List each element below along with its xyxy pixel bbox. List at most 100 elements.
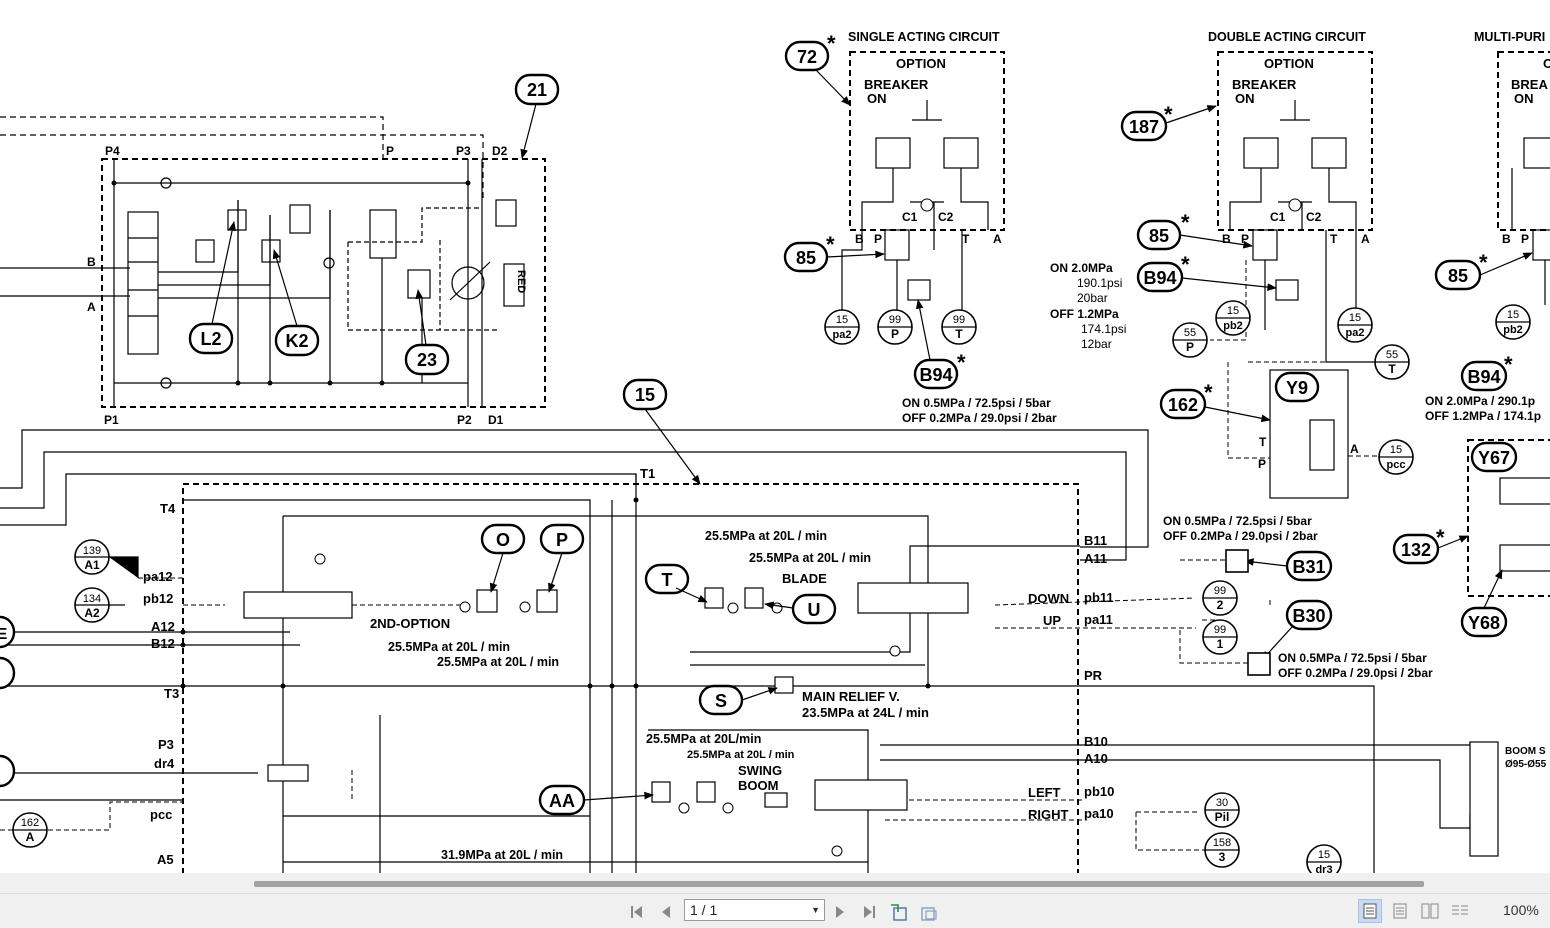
svg-text:25.5MPa at 20L / min: 25.5MPa at 20L / min	[388, 640, 510, 654]
svg-text:pb10: pb10	[1084, 784, 1114, 799]
svg-text:B: B	[1502, 232, 1511, 246]
svg-text:B12: B12	[151, 636, 175, 651]
svg-text:A: A	[1350, 442, 1359, 456]
svg-text:P2: P2	[457, 413, 472, 427]
svg-text:25.5MPa at 20L / min: 25.5MPa at 20L / min	[705, 529, 827, 543]
svg-text:3: 3	[1219, 850, 1226, 864]
callout-y68: Y68	[1468, 613, 1500, 633]
svg-text:BREAKER: BREAKER	[1232, 77, 1297, 92]
svg-text:Ø95-Ø55: Ø95-Ø55	[1505, 759, 1547, 770]
go-back-view-icon[interactable]	[889, 902, 909, 922]
svg-text:BOOM: BOOM	[738, 778, 778, 793]
svg-text:D2: D2	[492, 144, 508, 158]
svg-text:pcc: pcc	[150, 807, 172, 822]
first-page-icon[interactable]	[627, 902, 647, 922]
callout-15: 15	[635, 385, 655, 405]
svg-text:OFF 0.2MPa / 29.0psi / 2bar: OFF 0.2MPa / 29.0psi / 2bar	[902, 411, 1057, 425]
callout-y67: Y67	[1478, 448, 1510, 468]
viewer-toolbar: 1 / 1 ▼ 100%	[0, 893, 1550, 928]
svg-text:T: T	[1388, 362, 1396, 376]
callout-85-b: 85	[1149, 226, 1169, 246]
callout-b30: B30	[1292, 606, 1325, 626]
facing-view-icon[interactable]	[1418, 899, 1442, 923]
svg-text:P: P	[891, 327, 899, 341]
svg-text:PR: PR	[1084, 668, 1103, 683]
svg-text:23.5MPa at 24L / min: 23.5MPa at 24L / min	[802, 705, 929, 720]
zoom-level[interactable]: 100%	[1503, 902, 1539, 918]
svg-text:P1: P1	[104, 413, 119, 427]
callout-y9: Y9	[1286, 378, 1308, 398]
svg-text:D1: D1	[488, 413, 504, 427]
callout-23: 23	[417, 350, 437, 370]
go-forward-view-icon[interactable]	[919, 902, 939, 922]
svg-text:BLADE: BLADE	[782, 571, 827, 586]
svg-text:P3: P3	[456, 144, 471, 158]
svg-text:dr3: dr3	[1315, 864, 1332, 873]
previous-page-icon[interactable]	[656, 902, 676, 922]
single-page-view-icon[interactable]	[1358, 899, 1382, 923]
svg-text:P: P	[1521, 232, 1529, 246]
callout-o: O	[496, 530, 510, 550]
svg-text:BOOM S: BOOM S	[1505, 746, 1546, 757]
svg-text:*: *	[1181, 210, 1190, 235]
svg-text:A: A	[26, 830, 35, 844]
svg-text:25.5MPa at 20L/min: 25.5MPa at 20L/min	[646, 732, 761, 746]
next-page-icon[interactable]	[830, 902, 850, 922]
svg-text:MULTI-PURI: MULTI-PURI	[1474, 30, 1545, 44]
svg-text:ON 2.0MPa: ON 2.0MPa	[1050, 261, 1113, 275]
svg-text:B: B	[1222, 232, 1231, 246]
svg-text:BREAKER: BREAKER	[864, 77, 929, 92]
svg-text:*: *	[1479, 250, 1488, 275]
svg-text:C2: C2	[938, 210, 954, 224]
continuous-view-icon[interactable]	[1388, 899, 1412, 923]
svg-text:A: A	[1361, 232, 1370, 246]
document-viewport[interactable]: P4 P P3 D2 P1 P2 D1 B A RED 21 L2 K2 23 …	[0, 0, 1550, 873]
callout-85-a: 85	[796, 248, 816, 268]
svg-text:99: 99	[1214, 585, 1226, 597]
svg-text:1: 1	[1217, 637, 1224, 651]
callout-l2: L2	[200, 329, 221, 349]
page-number-select[interactable]: 1 / 1 ▼	[684, 899, 825, 921]
svg-text:RIGHT: RIGHT	[1028, 807, 1069, 822]
svg-text:pa10: pa10	[1084, 806, 1114, 821]
svg-text:162: 162	[21, 817, 39, 829]
svg-text:T: T	[1259, 435, 1267, 449]
continuous-facing-view-icon[interactable]	[1448, 899, 1472, 923]
svg-text:T: T	[955, 327, 963, 341]
svg-text:P: P	[386, 144, 394, 158]
callout-132: 132	[1401, 540, 1431, 560]
svg-text:2: 2	[1217, 598, 1224, 612]
svg-text:SINGLE ACTING CIRCUIT: SINGLE ACTING CIRCUIT	[848, 30, 1000, 44]
scrollbar-thumb[interactable]	[254, 881, 1424, 887]
callout-b94-b: B94	[1143, 268, 1176, 288]
svg-text:pa12: pa12	[143, 569, 173, 584]
svg-text:pa11: pa11	[1084, 612, 1113, 627]
svg-text:pb12: pb12	[143, 591, 173, 606]
svg-text:*: *	[1436, 525, 1445, 550]
last-page-icon[interactable]	[859, 902, 879, 922]
svg-text:ON 0.5MPa / 72.5psi / 5bar: ON 0.5MPa / 72.5psi / 5bar	[1163, 514, 1312, 528]
chevron-down-icon: ▼	[811, 905, 820, 915]
callout-e-left: E	[0, 626, 8, 643]
callout-p: P	[556, 530, 568, 550]
svg-text:P: P	[1186, 340, 1194, 354]
svg-text:pa2: pa2	[1346, 327, 1365, 339]
svg-text:31.9MPa at 20L / min: 31.9MPa at 20L / min	[441, 848, 563, 862]
svg-text:MAIN RELIEF V.: MAIN RELIEF V.	[802, 689, 900, 704]
svg-text:T3: T3	[164, 686, 179, 701]
svg-text:15: 15	[836, 314, 848, 326]
svg-text:OFF 0.2MPa / 29.0psi / 2bar: OFF 0.2MPa / 29.0psi / 2bar	[1163, 529, 1318, 543]
svg-text:12bar: 12bar	[1081, 337, 1112, 351]
svg-text:B: B	[87, 255, 96, 269]
svg-text:BREA: BREA	[1511, 77, 1548, 92]
svg-text:158: 158	[1213, 837, 1231, 849]
svg-text:*: *	[1181, 252, 1190, 277]
svg-text:UP: UP	[1043, 613, 1061, 628]
svg-text:99: 99	[953, 314, 965, 326]
horizontal-scrollbar[interactable]	[0, 873, 1550, 893]
svg-text:T: T	[1330, 232, 1338, 246]
svg-text:*: *	[826, 232, 835, 257]
callout-b31: B31	[1292, 557, 1325, 577]
svg-text:C1: C1	[1270, 210, 1286, 224]
svg-text:SWING: SWING	[738, 763, 782, 778]
